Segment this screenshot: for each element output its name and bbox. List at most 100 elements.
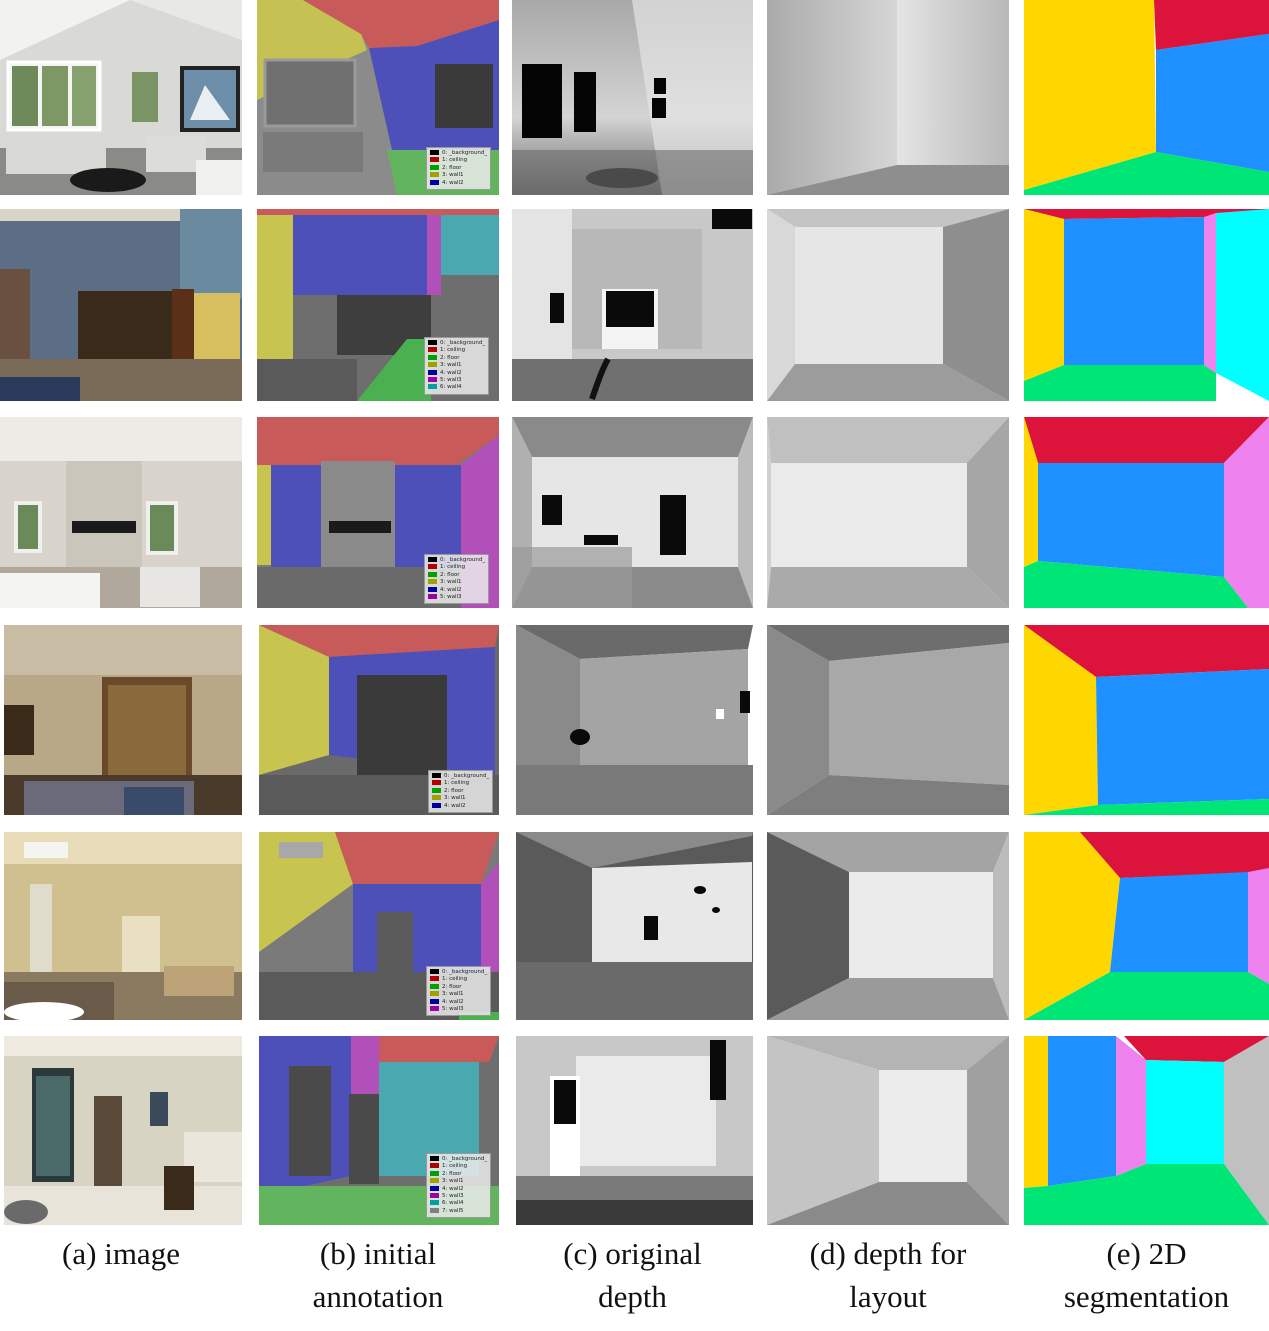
segmentation-3	[1024, 417, 1269, 608]
floor-region	[1024, 152, 1269, 195]
layout-depth-3	[767, 417, 1009, 608]
legend-label: 2: floor	[440, 571, 460, 578]
legend-swatch	[428, 557, 437, 562]
legend-swatch	[430, 991, 439, 997]
legend-entry: 1: ceiling	[430, 157, 487, 164]
legend-entry: 2: floor	[430, 164, 487, 172]
legend-swatch	[430, 164, 439, 170]
legend-swatch	[428, 362, 437, 368]
legend-entry: 3: wall1	[430, 1178, 487, 1185]
legend-swatch	[430, 969, 439, 974]
legend-swatch	[430, 1006, 439, 1012]
segmentation-1	[1024, 0, 1269, 195]
annotation-overlay-5	[259, 832, 499, 1020]
segmentation-6	[1024, 1036, 1269, 1225]
caption-original-depth: (c) original depth	[512, 1232, 753, 1318]
legend-swatch	[430, 1156, 439, 1161]
legend-entry: 2: floor	[428, 354, 485, 362]
legend-entry: 5: wall3	[430, 1006, 487, 1013]
legend-swatch	[428, 377, 437, 383]
legend-label: 1: ceiling	[440, 564, 466, 571]
legend-entry: 4: wall2	[428, 369, 485, 377]
ceiling-region	[1154, 0, 1269, 50]
legend-swatch	[430, 1200, 439, 1206]
layout-depth-6	[767, 1036, 1009, 1225]
legend-entry: 0: _background_	[428, 340, 485, 347]
layout-depth-5	[767, 832, 1009, 1020]
wall-yellow	[1024, 0, 1156, 190]
legend-entry: 4: wall2	[428, 586, 485, 594]
legend-label: 0: _background_	[440, 557, 486, 563]
legend-entry: 1: ceiling	[430, 1163, 487, 1170]
legend-label: 4: wall2	[442, 1185, 464, 1192]
caption-layout-line1: (d) depth for	[809, 1236, 967, 1271]
legend-label: 3: wall1	[442, 991, 464, 998]
legend-label: 2: floor	[440, 354, 460, 361]
legend-swatch	[430, 1163, 439, 1169]
legend-swatch	[430, 983, 439, 989]
segmentation-4	[1024, 625, 1269, 815]
legend-label: 2: floor	[444, 787, 464, 794]
layout-depth-4	[767, 625, 1009, 815]
legend-entry: 6: wall4	[428, 384, 485, 391]
caption-seg-line2: segmentation	[1063, 1279, 1230, 1314]
legend-swatch	[428, 579, 437, 585]
legend-entry: 2: floor	[428, 571, 485, 579]
legend-label: 5: wall3	[442, 1193, 464, 1200]
legend-label: 4: wall2	[442, 998, 464, 1005]
legend-label: 3: wall1	[440, 579, 462, 586]
legend-label: 5: wall3	[442, 1006, 464, 1013]
caption-annotation-line1: (b) initial	[319, 1236, 437, 1271]
legend-label: 3: wall1	[442, 172, 464, 179]
legend-label: 2: floor	[442, 164, 462, 171]
legend-label: 0: _background_	[442, 1156, 488, 1162]
legend-entry: 0: _background_	[430, 1156, 487, 1163]
wall-blue	[1156, 34, 1269, 172]
legend-label: 6: wall4	[442, 1200, 464, 1207]
legend-label: 6: wall4	[440, 384, 462, 391]
legend-label: 3: wall1	[444, 795, 466, 802]
legend-entry: 1: ceiling	[428, 347, 485, 354]
legend-swatch	[428, 564, 437, 570]
legend-entry: 5: wall3	[428, 377, 485, 384]
legend-entry: 2: floor	[430, 983, 487, 991]
caption-annotation-line2: annotation	[312, 1279, 444, 1314]
room-photo-2	[0, 209, 242, 401]
legend-swatch	[432, 802, 441, 808]
legend-label: 4: wall2	[442, 179, 464, 186]
legend-swatch	[432, 787, 441, 793]
original-depth-6	[516, 1036, 753, 1225]
original-depth-5	[516, 832, 753, 1020]
legend-label: 1: ceiling	[442, 157, 468, 164]
legend-entry: 6: wall4	[430, 1200, 487, 1207]
caption-initial-annotation: (b) initial annotation	[257, 1232, 499, 1318]
legend-swatch	[432, 773, 441, 778]
layout-depth-1	[767, 0, 1009, 195]
legend-label: 0: _background_	[442, 150, 488, 156]
caption-image-line1: (a) image	[62, 1236, 180, 1271]
legend-swatch	[428, 571, 437, 577]
legend-entry: 4: wall2	[430, 1185, 487, 1193]
original-depth-1	[512, 0, 753, 195]
room-photo-6	[4, 1036, 242, 1225]
legend-swatch	[430, 172, 439, 178]
legend-label: 4: wall2	[444, 802, 466, 809]
caption-seg-line1: (e) 2D	[1106, 1236, 1187, 1271]
legend-swatch	[432, 780, 441, 786]
legend-swatch	[430, 1178, 439, 1184]
legend-label: 3: wall1	[442, 1178, 464, 1185]
legend-label: 5: wall3	[440, 594, 462, 601]
legend-swatch	[428, 384, 437, 390]
legend-swatch	[428, 347, 437, 353]
legend-swatch	[428, 594, 437, 600]
legend-label: 2: floor	[442, 983, 462, 990]
legend-label: 4: wall2	[440, 586, 462, 593]
original-depth-3	[512, 417, 753, 608]
room-photo-4	[4, 625, 242, 815]
legend-entry: 3: wall1	[428, 579, 485, 586]
original-depth-4	[516, 625, 753, 815]
